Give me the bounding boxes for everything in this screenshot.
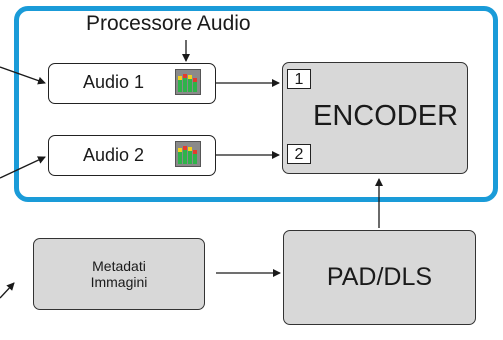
metadata-box: Metadati Immagini [33,238,205,310]
encoder-port-1: 1 [287,69,311,89]
pad-dls-label: PAD/DLS [326,263,433,291]
audio-processor-frame [14,6,498,202]
metadata-line-2: Immagini [90,274,148,290]
audio-2-label: Audio 2 [83,145,145,165]
level-meter-icon [175,69,201,95]
level-meter-icon [175,141,201,167]
pad-dls-box: PAD/DLS [283,230,476,325]
input-to-metadata-arrow [0,282,15,299]
encoder-box [282,62,468,174]
audio-1-label: Audio 1 [83,72,145,92]
encoder-label: ENCODER [313,100,459,132]
metadata-line-1: Metadati [92,258,146,274]
encoder-port-2: 2 [287,144,311,164]
input-to-audio-2-arrow [0,156,46,179]
audio-processor-title: Processore Audio [86,12,251,35]
input-to-audio-1-arrow [0,66,46,85]
